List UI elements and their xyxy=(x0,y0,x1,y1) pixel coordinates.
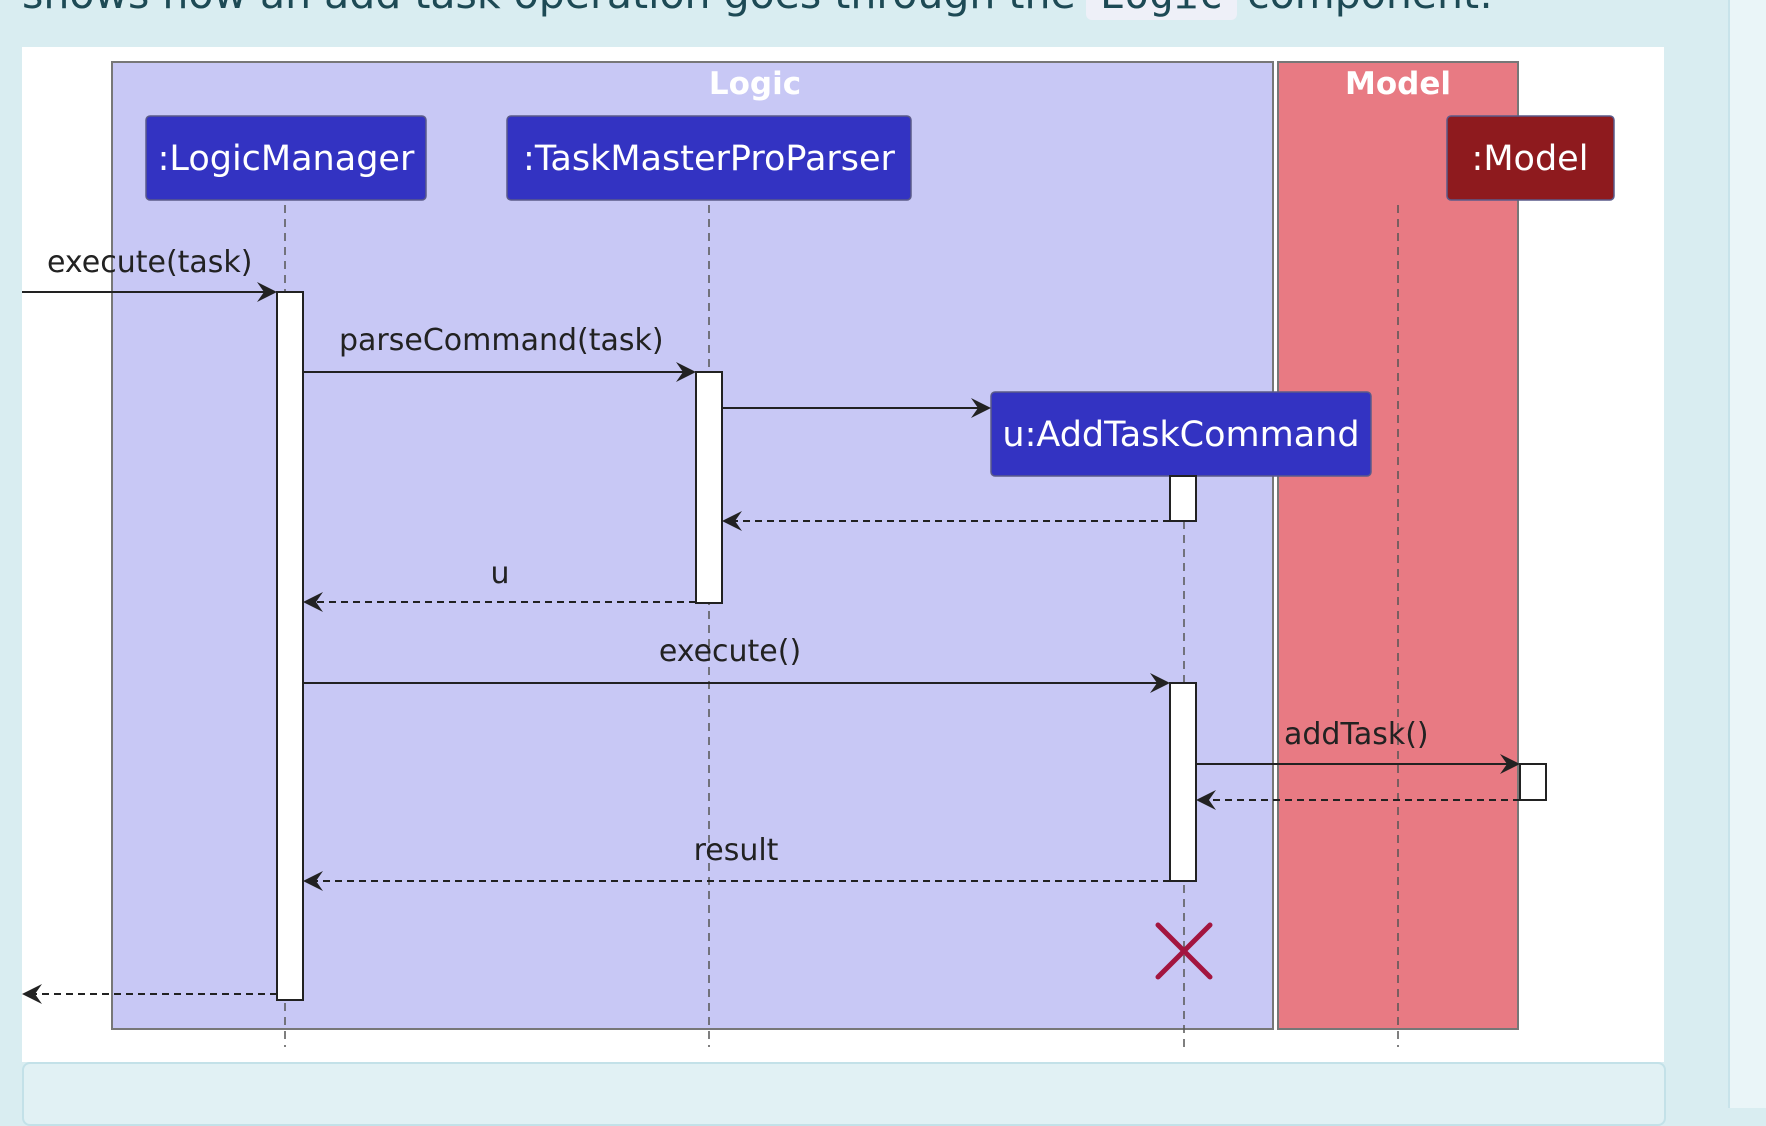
model-box-title: Model xyxy=(1345,66,1451,102)
activation-logicmanager xyxy=(276,291,304,1001)
participant-model xyxy=(1446,115,1615,201)
msg-addtask-label: addTask() xyxy=(1284,717,1429,752)
intro-before: shows how an add task operation goes thr… xyxy=(22,0,1076,18)
sequence-diagram-svg: Logic Model :LogicManager :TaskMasterPro… xyxy=(22,61,1615,1047)
intro-text: shows how an add task operation goes thr… xyxy=(22,0,1493,30)
logic-box xyxy=(111,61,1274,1030)
sequence-diagram: Logic Model :LogicManager :TaskMasterPro… xyxy=(22,47,1664,1062)
participant-logicmanager xyxy=(145,115,427,201)
page-right-strip xyxy=(1728,0,1766,1108)
activation-addtaskcommand-create xyxy=(1169,475,1197,522)
intro-code: Logic xyxy=(1085,0,1238,20)
msg-return-result-label: result xyxy=(694,833,779,868)
msg-parsecommand-label: parseCommand(task) xyxy=(339,323,664,358)
activation-parser xyxy=(695,371,723,604)
participant-parser xyxy=(506,115,912,201)
destroy-x-icon xyxy=(1155,922,1213,980)
participant-logicmanager-label: :LogicManager xyxy=(158,139,415,179)
next-section-box xyxy=(22,1062,1666,1126)
participant-parser-label: :TaskMasterProParser xyxy=(523,139,896,179)
msg-execute-label: execute() xyxy=(659,634,801,669)
activation-addtaskcommand-execute xyxy=(1169,682,1197,882)
participant-addtaskcommand-label: u:AddTaskCommand xyxy=(1002,415,1359,455)
msg-execute-task-label: execute(task) xyxy=(47,245,253,280)
msg-return-u-label: u xyxy=(490,556,509,591)
activation-model xyxy=(1519,763,1547,801)
intro-after: component: xyxy=(1247,0,1493,18)
participant-model-label: :Model xyxy=(1472,139,1589,179)
logic-box-title: Logic xyxy=(709,66,801,102)
